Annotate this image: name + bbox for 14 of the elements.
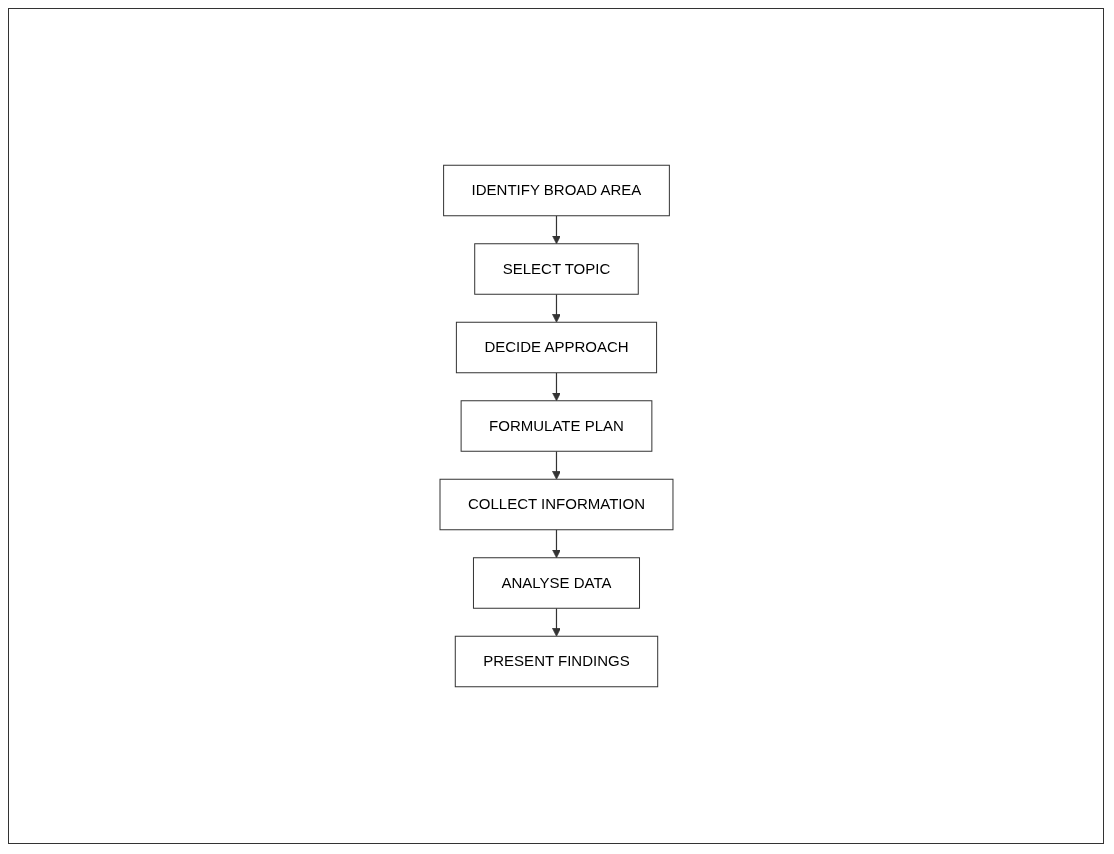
node-box [460,400,652,452]
arrow [551,293,561,323]
node-box [454,635,658,688]
arrow [551,372,561,402]
node-box [439,478,673,531]
arrow [551,607,561,637]
node-box [473,243,639,295]
node-box [472,557,640,609]
arrow [551,215,561,245]
frame-border: IDENTIFY BROAD AREA SELECT TOPIC DECIDE APPROACH FORMULATE PLAN COLLECT INFORMATION ANALYSE DATA PRESENT FINDINGS [8,8,1104,844]
node-box [442,164,670,217]
arrow [551,450,561,480]
node-box [455,321,657,374]
arrow [551,529,561,559]
